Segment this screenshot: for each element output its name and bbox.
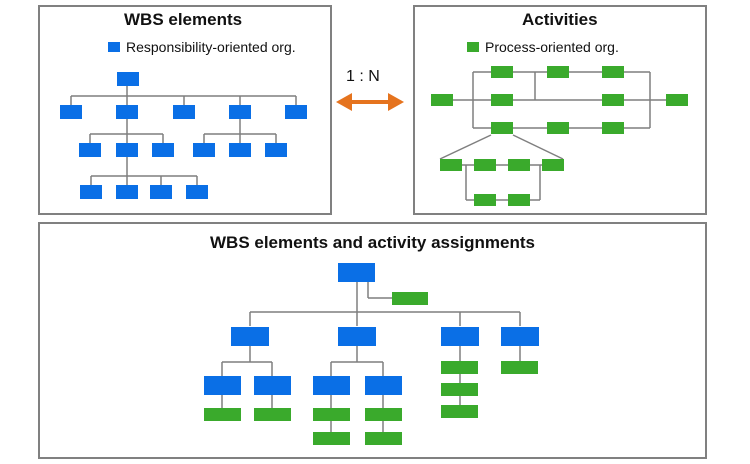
assignment-activity-node xyxy=(441,361,478,374)
assignment-wbs-node xyxy=(313,376,350,395)
activity-node xyxy=(431,94,453,106)
assignment-activity-node xyxy=(313,408,350,421)
assignment-activity-node xyxy=(392,292,428,305)
activity-node xyxy=(666,94,688,106)
activity-node xyxy=(547,66,569,78)
wbs-node xyxy=(116,143,138,157)
wbs-node xyxy=(116,105,138,119)
activity-network xyxy=(431,66,688,206)
wbs-node xyxy=(173,105,195,119)
assignment-tree xyxy=(204,263,539,445)
wbs-legend-label: Responsibility-oriented org. xyxy=(126,39,296,55)
wbs-node xyxy=(186,185,208,199)
wbs-node xyxy=(152,143,174,157)
wbs-legend-swatch xyxy=(108,42,120,52)
activity-node xyxy=(491,122,513,134)
assignment-wbs-node xyxy=(231,327,269,346)
wbs-panel-title: WBS elements xyxy=(124,10,243,29)
activities-legend: Process-oriented org. xyxy=(467,39,619,55)
assignment-wbs-node xyxy=(338,327,376,346)
activity-node xyxy=(474,194,496,206)
assignments-panel-title: WBS elements and activity assignments xyxy=(210,233,535,252)
activity-node xyxy=(602,94,624,106)
wbs-node xyxy=(60,105,82,119)
assignment-wbs-node xyxy=(204,376,241,395)
activity-node xyxy=(508,159,530,171)
activity-node xyxy=(491,94,513,106)
wbs-node xyxy=(229,105,251,119)
assignment-activity-node xyxy=(365,408,402,421)
relationship-label: 1 : N xyxy=(346,68,380,85)
assignment-wbs-node xyxy=(441,327,479,346)
activity-node xyxy=(542,159,564,171)
assignment-wbs-node xyxy=(501,327,539,346)
assignment-activity-node xyxy=(501,361,538,374)
assignment-wbs-node xyxy=(365,376,402,395)
activities-panel-title: Activities xyxy=(522,10,598,29)
activities-panel xyxy=(413,5,707,215)
assignment-activity-node xyxy=(313,432,350,445)
activity-node xyxy=(440,159,462,171)
wbs-node xyxy=(285,105,307,119)
assignment-activity-node xyxy=(254,408,291,421)
wbs-node xyxy=(229,143,251,157)
assignment-activity-node xyxy=(441,383,478,396)
activity-node xyxy=(474,159,496,171)
activities-legend-label: Process-oriented org. xyxy=(485,39,619,55)
wbs-legend: Responsibility-oriented org. xyxy=(108,39,296,55)
wbs-node xyxy=(80,185,102,199)
activity-node xyxy=(508,194,530,206)
assignment-activity-node xyxy=(365,432,402,445)
double-arrow-icon xyxy=(336,93,404,111)
assignment-activity-node xyxy=(204,408,241,421)
wbs-node xyxy=(79,143,101,157)
activity-node xyxy=(602,122,624,134)
activity-node xyxy=(547,122,569,134)
wbs-node xyxy=(150,185,172,199)
wbs-node xyxy=(117,72,139,86)
assignment-activity-node xyxy=(441,405,478,418)
activity-node xyxy=(602,66,624,78)
wbs-node xyxy=(116,185,138,199)
activities-legend-swatch xyxy=(467,42,479,52)
wbs-node xyxy=(265,143,287,157)
activity-node xyxy=(491,66,513,78)
assignment-wbs-node xyxy=(338,263,375,282)
assignment-wbs-node xyxy=(254,376,291,395)
wbs-node xyxy=(193,143,215,157)
wbs-tree xyxy=(60,72,307,199)
